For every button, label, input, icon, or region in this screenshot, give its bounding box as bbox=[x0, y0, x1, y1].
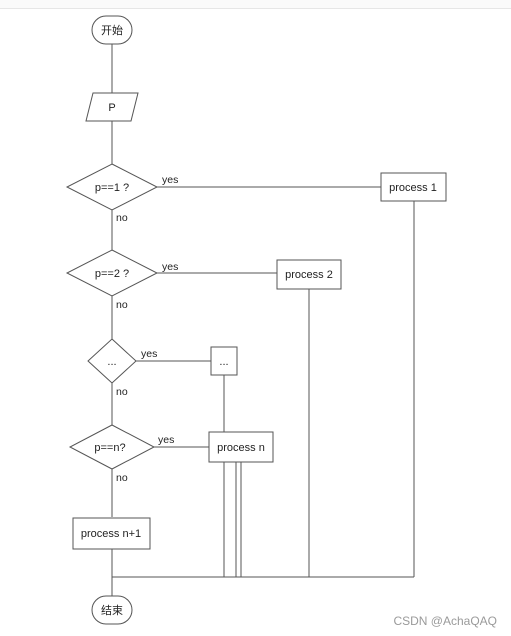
no-label-2: no bbox=[116, 299, 128, 311]
yes-label-1: yes bbox=[162, 174, 178, 186]
process-n1-label: process n+1 bbox=[81, 528, 141, 540]
yes-label-4: yes bbox=[158, 434, 174, 446]
decision-4[interactable]: p==n? bbox=[68, 424, 156, 470]
end-node[interactable]: 结束 bbox=[91, 595, 133, 625]
input-label: P bbox=[108, 102, 115, 114]
decision-2[interactable]: p==2 ? bbox=[65, 249, 159, 297]
process-2-label: process 2 bbox=[285, 269, 333, 281]
decision-1-label: p==1 ? bbox=[95, 182, 129, 194]
yes-label-2: yes bbox=[162, 261, 178, 273]
process-n-label: process n bbox=[217, 442, 265, 454]
no-label-1: no bbox=[116, 212, 128, 224]
process-3-box[interactable]: ... bbox=[210, 346, 238, 376]
process-1-box[interactable]: process 1 bbox=[380, 172, 447, 202]
decision-1[interactable]: p==1 ? bbox=[65, 163, 159, 211]
decision-3-label: ... bbox=[107, 356, 116, 368]
input-node[interactable]: P bbox=[85, 92, 139, 122]
end-label: 结束 bbox=[101, 604, 123, 617]
decision-2-label: p==2 ? bbox=[95, 268, 129, 280]
start-label: 开始 bbox=[101, 23, 123, 37]
process-n1-box[interactable]: process n+1 bbox=[72, 517, 151, 550]
yes-label-3: yes bbox=[141, 348, 157, 360]
top-border bbox=[0, 0, 511, 9]
process-1-label: process 1 bbox=[389, 182, 437, 194]
process-n-box[interactable]: process n bbox=[208, 431, 274, 463]
process-2-box[interactable]: process 2 bbox=[276, 259, 342, 290]
start-node[interactable]: 开始 bbox=[91, 15, 133, 45]
decision-4-label: p==n? bbox=[94, 442, 125, 454]
process-3-label: ... bbox=[219, 356, 228, 368]
no-label-4: no bbox=[116, 472, 128, 484]
watermark: CSDN @AchaQAQ bbox=[393, 614, 497, 628]
decision-3[interactable]: ... bbox=[87, 338, 137, 384]
no-label-3: no bbox=[116, 386, 128, 398]
